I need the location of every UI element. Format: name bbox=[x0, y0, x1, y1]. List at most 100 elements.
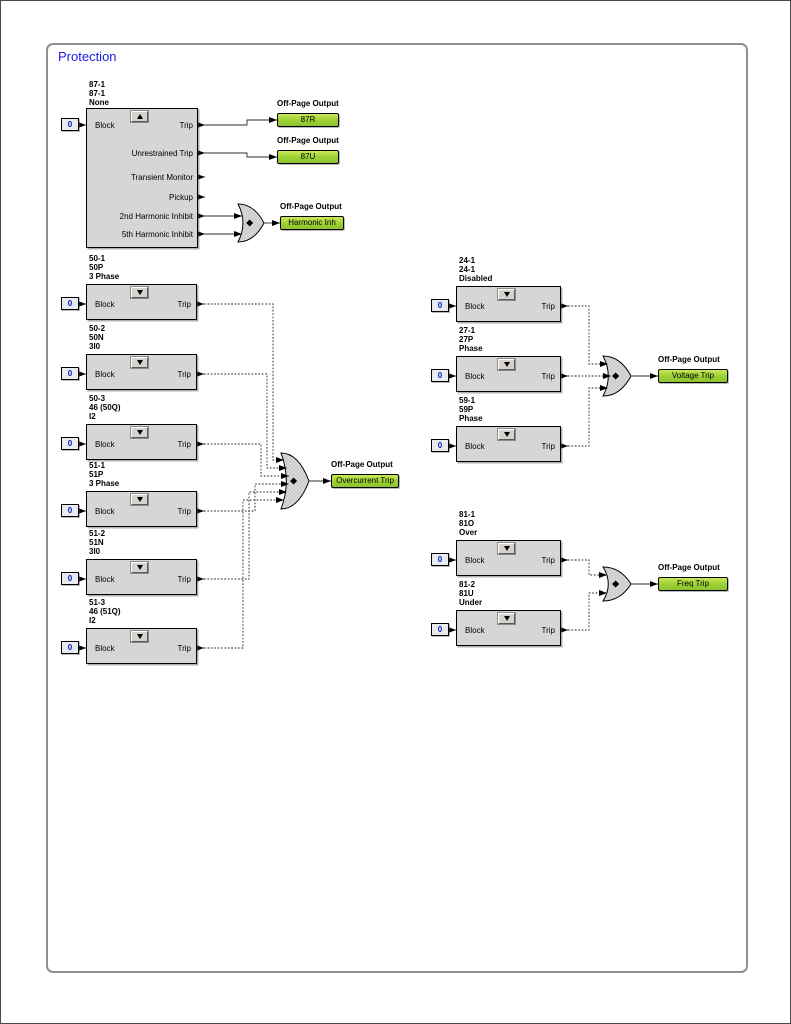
or-gate-diamond-icon bbox=[612, 372, 620, 380]
input-port[interactable]: 0 bbox=[61, 297, 79, 310]
dropdown-button[interactable] bbox=[497, 542, 516, 555]
block-title-line: 51-2 bbox=[89, 529, 106, 538]
dropdown-button[interactable] bbox=[130, 426, 149, 439]
or-gate-frequency[interactable] bbox=[602, 566, 632, 602]
input-port[interactable]: 0 bbox=[431, 299, 449, 312]
block-title-line: 24-1 bbox=[459, 256, 476, 265]
dropdown-button[interactable] bbox=[130, 561, 149, 574]
input-port[interactable]: 0 bbox=[61, 504, 79, 517]
block-body[interactable]: Block Trip bbox=[456, 426, 561, 462]
block-title-line: Phase bbox=[459, 344, 483, 353]
offpage-box-87r[interactable]: 87R bbox=[277, 113, 339, 127]
or-gate-harmonic[interactable] bbox=[237, 203, 265, 243]
input-port[interactable]: 0 bbox=[431, 553, 449, 566]
scroll-up-button[interactable] bbox=[130, 110, 149, 123]
dropdown-button[interactable] bbox=[130, 493, 149, 506]
chevron-down-icon bbox=[503, 292, 510, 297]
diagram-frame bbox=[46, 43, 748, 973]
input-port[interactable]: 0 bbox=[61, 437, 79, 450]
block-body[interactable]: Block Trip bbox=[456, 610, 561, 646]
dropdown-button[interactable] bbox=[497, 428, 516, 441]
dropdown-button[interactable] bbox=[130, 630, 149, 643]
input-port[interactable]: 0 bbox=[431, 369, 449, 382]
block-title: 50-2 50N 3I0 bbox=[61, 324, 211, 351]
block-output-label: Trip bbox=[177, 440, 191, 449]
block-title: 81-1 81O Over bbox=[431, 510, 581, 537]
block-body[interactable]: Block Trip bbox=[86, 354, 197, 390]
block-title-line: 46 (50Q) bbox=[89, 403, 121, 412]
or-gate-diamond-icon bbox=[612, 580, 620, 588]
block-body[interactable]: Block Trip bbox=[86, 628, 197, 664]
block-81-1: 81-1 81O Over Block Trip 0 bbox=[431, 510, 581, 576]
dropdown-button[interactable] bbox=[130, 356, 149, 369]
block-input-label: Block bbox=[95, 440, 115, 449]
offpage-box-harmonic[interactable]: Harmonic Inh bbox=[280, 216, 344, 230]
chevron-down-icon bbox=[136, 430, 143, 435]
offpage-box-overcurrent[interactable]: Overcurrent Trip bbox=[331, 474, 399, 488]
block-24-1: 24-1 24-1 Disabled Block Trip 0 bbox=[431, 256, 581, 322]
input-port[interactable]: 0 bbox=[61, 367, 79, 380]
chevron-down-icon bbox=[503, 362, 510, 367]
block-51-2: 51-2 51N 3I0 Block Trip 0 bbox=[61, 529, 211, 595]
block-title-line: 51N bbox=[89, 538, 104, 547]
page-title: Protection bbox=[58, 49, 117, 64]
block-title-line: Disabled bbox=[459, 274, 493, 283]
offpage-header: Off-Page Output bbox=[658, 563, 720, 572]
block-body[interactable]: Block Trip bbox=[86, 491, 197, 527]
block-output-label: Trip bbox=[541, 626, 555, 635]
chevron-down-icon bbox=[136, 565, 143, 570]
block-50-1: 50-1 50P 3 Phase Block Trip 0 bbox=[61, 254, 211, 320]
offpage-output-frequency: Off-Page Output Freq Trip bbox=[658, 563, 748, 591]
offpage-box-87u[interactable]: 87U bbox=[277, 150, 339, 164]
block-input-label: Block bbox=[95, 644, 115, 653]
block-50-3: 50-3 46 (50Q) I2 Block Trip 0 bbox=[61, 394, 211, 460]
input-port[interactable]: 0 bbox=[431, 439, 449, 452]
block-input-label: Block bbox=[465, 442, 485, 451]
dropdown-button[interactable] bbox=[497, 288, 516, 301]
block-input-label: Block bbox=[465, 372, 485, 381]
input-port[interactable]: 0 bbox=[431, 623, 449, 636]
input-port[interactable]: 0 bbox=[61, 641, 79, 654]
block-body[interactable]: Block Trip bbox=[456, 286, 561, 322]
block-27-1: 27-1 27P Phase Block Trip 0 bbox=[431, 326, 581, 392]
block-title-line: 59-1 bbox=[459, 396, 476, 405]
offpage-box-frequency[interactable]: Freq Trip bbox=[658, 577, 728, 591]
or-gate-diamond-icon bbox=[290, 477, 298, 485]
block-title-line: 51-1 bbox=[89, 461, 106, 470]
block-title: 51-2 51N 3I0 bbox=[61, 529, 211, 556]
block-output-label: Transient Monitor bbox=[131, 173, 193, 182]
block-title: 27-1 27P Phase bbox=[431, 326, 581, 353]
block-body[interactable]: Block Trip bbox=[86, 424, 197, 460]
or-gate-overcurrent[interactable] bbox=[280, 452, 310, 510]
input-port[interactable]: 0 bbox=[61, 118, 79, 131]
offpage-output-overcurrent: Off-Page Output Overcurrent Trip bbox=[331, 460, 421, 488]
dropdown-button[interactable] bbox=[497, 612, 516, 625]
block-body[interactable]: Block Trip bbox=[456, 540, 561, 576]
block-title-line: 46 (51Q) bbox=[89, 607, 121, 616]
or-gate-voltage[interactable] bbox=[602, 355, 632, 397]
block-body[interactable]: Block Trip bbox=[86, 559, 197, 595]
offpage-header: Off-Page Output bbox=[331, 460, 393, 469]
block-body[interactable]: Block Trip bbox=[456, 356, 561, 392]
block-title-line: 87-1 bbox=[89, 80, 106, 89]
block-output-label: Trip bbox=[177, 300, 191, 309]
block-body[interactable]: Block Trip Unrestrained Trip Transient M… bbox=[86, 108, 198, 248]
chevron-up-icon bbox=[136, 114, 143, 119]
block-output-label: Trip bbox=[177, 507, 191, 516]
dropdown-button[interactable] bbox=[497, 358, 516, 371]
input-port[interactable]: 0 bbox=[61, 572, 79, 585]
block-title-line: Over bbox=[459, 528, 478, 537]
chevron-down-icon bbox=[136, 634, 143, 639]
offpage-box-voltage[interactable]: Voltage Trip bbox=[658, 369, 728, 383]
dropdown-button[interactable] bbox=[130, 286, 149, 299]
block-title: 50-3 46 (50Q) I2 bbox=[61, 394, 211, 421]
block-body[interactable]: Block Trip bbox=[86, 284, 197, 320]
block-title-line: 81O bbox=[459, 519, 475, 528]
block-title-line: 81U bbox=[459, 589, 474, 598]
block-title-line: 50-3 bbox=[89, 394, 106, 403]
block-title-line: 51-3 bbox=[89, 598, 106, 607]
block-87-1: 87-1 87-1 None Block Trip Unrestrained T… bbox=[61, 80, 211, 248]
block-title: 51-3 46 (51Q) I2 bbox=[61, 598, 211, 625]
